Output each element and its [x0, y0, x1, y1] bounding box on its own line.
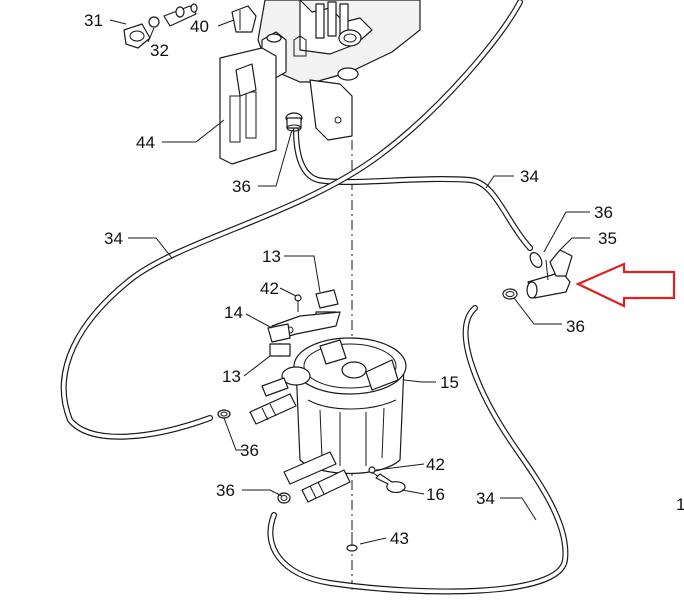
boiler-15	[281, 337, 407, 474]
callout-44: 44	[136, 133, 155, 152]
callout-13-upper: 13	[262, 247, 281, 266]
valve-manifold	[257, 0, 421, 83]
boiler-outlet-pipe-bottom	[283, 451, 351, 503]
callout-35: 35	[598, 229, 617, 248]
screw-42-upper	[294, 294, 302, 312]
boiler-inlet-pipe-mid	[261, 377, 289, 397]
callout-34-left: 34	[104, 229, 123, 248]
highlight-arrow	[575, 262, 676, 308]
thermostat-13-lower	[267, 323, 291, 357]
o-ring-32	[148, 16, 160, 28]
leader-lines	[109, 19, 590, 545]
callout-36-top: 36	[232, 177, 251, 196]
callout-36-right-upper: 36	[594, 203, 613, 222]
callout-36-left-upper: 36	[240, 441, 259, 460]
screw-43	[346, 532, 358, 552]
callout-36-right-lower: 36	[566, 317, 585, 336]
callout-14: 14	[224, 303, 243, 322]
callout-edge: 1	[676, 495, 684, 514]
hose-upper	[293, 127, 533, 251]
hose-long-left	[60, 0, 523, 440]
valve-35	[526, 249, 573, 299]
mounting-bracket-44	[219, 47, 353, 165]
callout-43: 43	[390, 529, 409, 548]
clamp-36-right-lower	[502, 288, 518, 300]
boiler-inlet-pipe-left	[249, 393, 297, 425]
hose-bottom-right	[267, 305, 569, 595]
callout-36-left-lower: 36	[216, 481, 235, 500]
callout-32: 32	[150, 41, 169, 60]
nut-31	[123, 23, 151, 49]
fitting-chain	[163, 3, 198, 27]
connector-40	[231, 5, 257, 33]
clamp-36-right-upper	[529, 252, 543, 268]
callout-42-lower: 42	[426, 455, 445, 474]
callout-34-bottom: 34	[476, 489, 495, 508]
clip-16	[375, 473, 406, 493]
callout-15: 15	[440, 373, 459, 392]
callout-31: 31	[84, 11, 103, 30]
callout-42-upper: 42	[260, 279, 279, 298]
callout-40: 40	[190, 17, 209, 36]
callout-16: 16	[426, 485, 445, 504]
callout-13-lower: 13	[222, 367, 241, 386]
clamp-36-top	[285, 112, 303, 132]
callout-34-top: 34	[520, 167, 539, 186]
clamp-36-left-upper	[217, 409, 231, 419]
